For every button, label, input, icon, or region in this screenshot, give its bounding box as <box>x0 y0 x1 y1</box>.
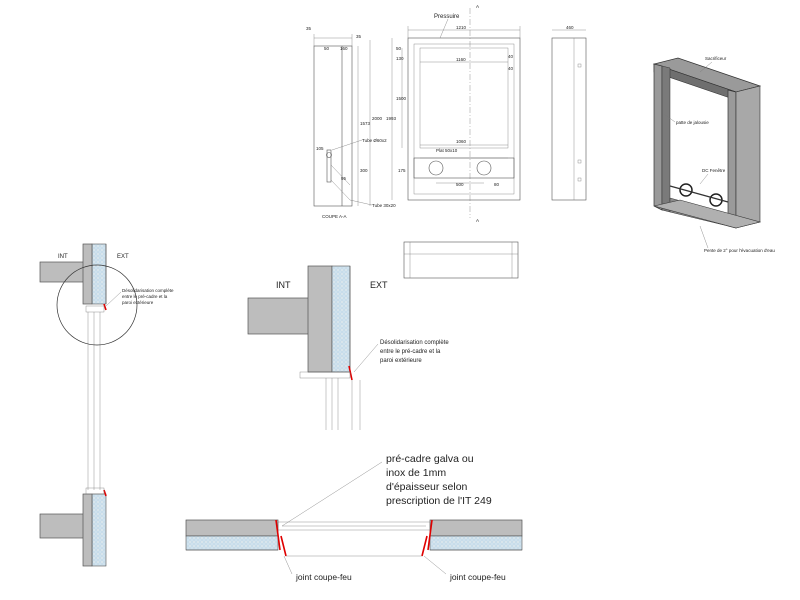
plan-note-line1: pré-cadre galva ou <box>386 453 474 465</box>
tube-30x20-label: Tube 30x20 <box>372 203 396 208</box>
dim-500: 500 <box>456 182 464 187</box>
plan-note-line3: d'épaisseur selon <box>386 481 468 493</box>
left-note-line3: paroi extérieure <box>122 300 154 305</box>
isometric-frame-view: Sacrificeur patte de jalousie DC Fenêtre… <box>652 56 775 253</box>
dim-130: 130 <box>396 56 404 61</box>
tube-label: Tube Ø60x2 <box>362 138 387 143</box>
iso-label-pente: Pente de 2° pour l'évacuation d'eau <box>704 248 775 253</box>
dim-50-front: 50 <box>396 46 402 51</box>
front-label: Pressuire <box>434 14 460 20</box>
left-note-line1: Désolidarisation complète <box>122 288 174 293</box>
section-title: COUPE A-A <box>322 214 347 219</box>
dim-1573: 1573 <box>360 121 371 126</box>
mid-ext-label: EXT <box>370 280 388 290</box>
left-note-line2: entre le pré-cadre et la <box>122 294 168 299</box>
section-mark-top: A <box>476 4 479 9</box>
iso-label-patte: patte de jalousie <box>676 120 709 125</box>
top-plan-view <box>403 241 519 279</box>
front-elevation-view: 1210 1160 Pressuire 130 50 1993 1500 40 … <box>386 4 521 223</box>
dim-35-top: 35 <box>306 26 312 31</box>
section-mark-bottom: A <box>476 218 479 223</box>
dim-80: 80 <box>494 182 500 187</box>
plan-section: pré-cadre galva ou inox de 1mm d'épaisse… <box>185 453 523 582</box>
dim-40-b: 40 <box>508 66 514 71</box>
dim-160: 160 <box>340 46 348 51</box>
dim-300: 300 <box>360 168 368 173</box>
joint-right-label: joint coupe-feu <box>449 572 506 582</box>
dim-175: 175 <box>398 168 406 173</box>
joint-left-label: joint coupe-feu <box>295 572 352 582</box>
mid-note-line2: entre le pré-cadre et la <box>380 349 441 355</box>
dim-1210: 1210 <box>456 25 467 30</box>
dim-1500: 1500 <box>396 96 407 101</box>
iso-label-dc-fenetre: DC Fenêtre <box>702 168 726 173</box>
dim-35-right: 35 <box>356 34 362 39</box>
dim-2000: 2000 <box>372 116 383 121</box>
dim-1993: 1993 <box>386 116 397 121</box>
left-ext-label: EXT <box>117 254 129 260</box>
plan-note-line2: inox de 1mm <box>386 467 446 479</box>
mid-int-label: INT <box>276 280 291 290</box>
dim-460: 460 <box>566 25 574 30</box>
right-side-view: 460 <box>551 25 587 201</box>
dim-50: 50 <box>324 46 330 51</box>
plan-note-line4: prescription de l'IT 249 <box>386 495 492 507</box>
dim-1160: 1160 <box>456 57 466 62</box>
mid-note-line3: paroi extérieure <box>380 358 422 364</box>
plat-label: Plat 50x10 <box>436 148 458 153</box>
dim-1060: 1060 <box>456 139 467 144</box>
side-section-view: 35 50 160 35 1573 2000 105 95 300 Tube Ø… <box>306 26 396 219</box>
left-int-label: INT <box>58 254 68 260</box>
mid-note-line1: Désolidarisation complète <box>380 340 449 346</box>
dim-105: 105 <box>316 146 324 151</box>
iso-label-sacrificeur: Sacrificeur <box>705 56 727 61</box>
detail-mid-section: INT EXT Désolidarisation complète entre … <box>247 265 449 430</box>
dim-40-a: 40 <box>508 54 514 59</box>
detail-left-section: INT EXT Désolidarisation complète entre … <box>39 243 174 567</box>
